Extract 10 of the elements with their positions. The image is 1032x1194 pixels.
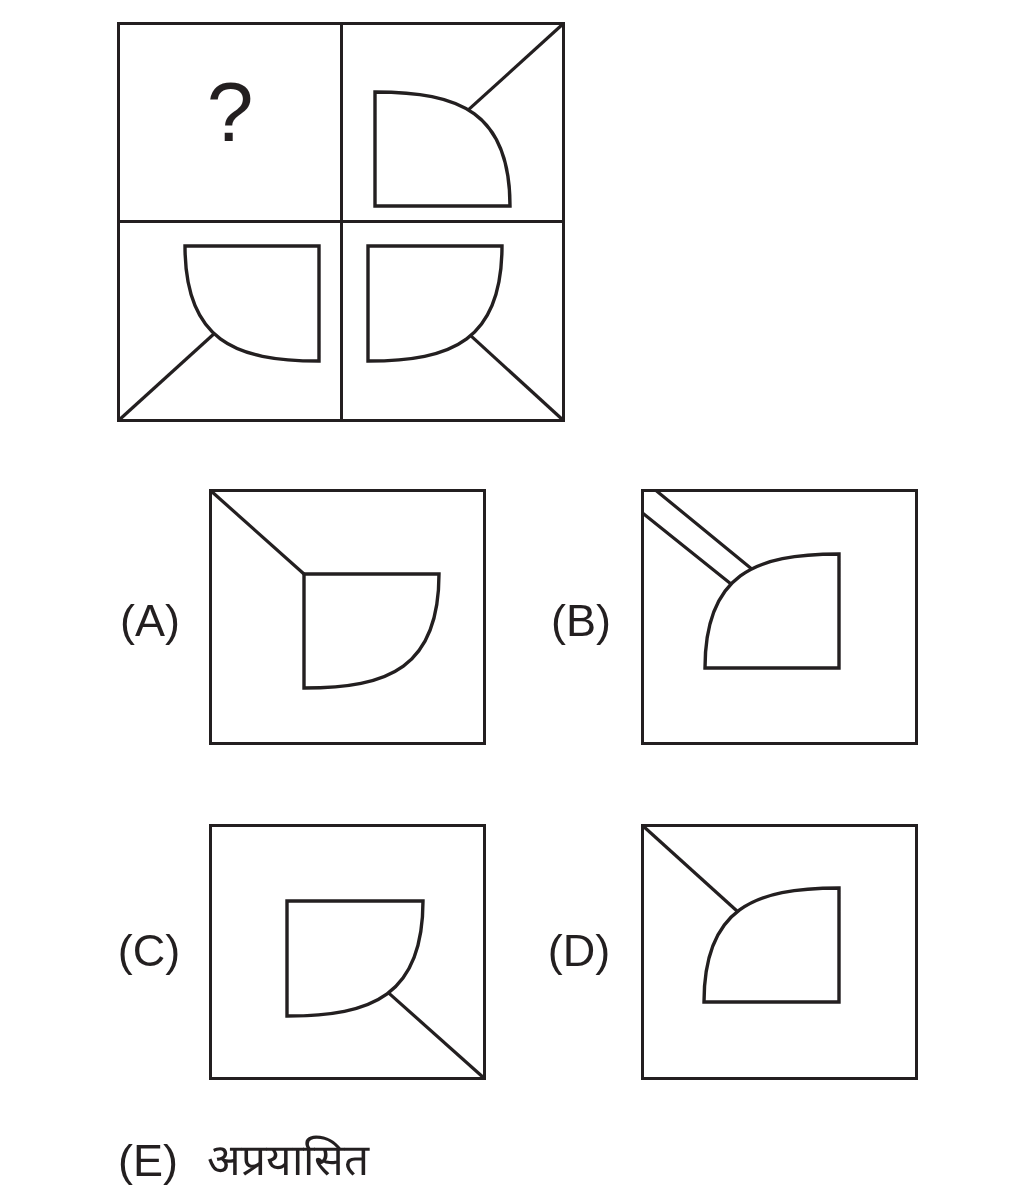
grid-cell xyxy=(117,22,343,223)
option-label: (A) xyxy=(120,597,180,643)
option-label: (D) xyxy=(547,927,611,973)
grid-cell xyxy=(117,220,343,422)
option-label: (B) xyxy=(551,597,611,643)
option-label: (E) xyxy=(118,1137,178,1183)
grid-cell xyxy=(340,220,565,422)
question-mark: ? xyxy=(206,70,254,154)
option-label: (C) xyxy=(117,927,181,973)
grid-cell xyxy=(340,22,565,223)
